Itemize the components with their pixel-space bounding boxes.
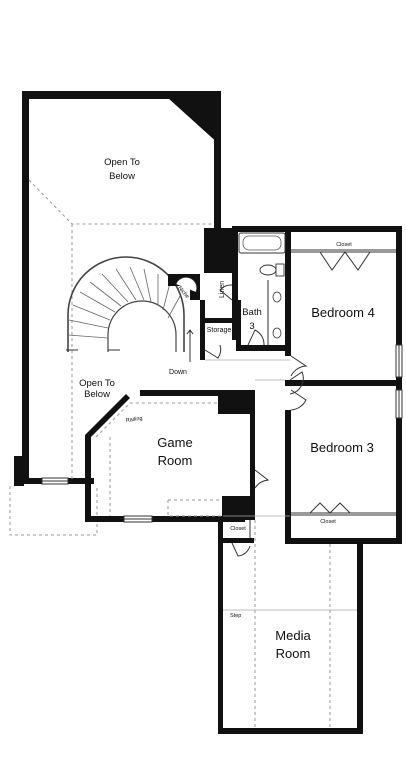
game-room (85, 390, 270, 523)
open-to-below-left-label-1: Open To (79, 378, 115, 389)
bedroom-3-label: Bedroom 3 (310, 440, 374, 455)
media-room (218, 515, 363, 734)
storage-label: Storage (207, 327, 232, 334)
game-room-label-2: Room (158, 453, 193, 468)
open-to-below-top-label-2: Below (109, 171, 135, 182)
game-room-label-1: Game (157, 435, 192, 450)
open-to-below-area (9, 91, 221, 536)
down-label: Down (169, 369, 187, 376)
bath-3-label-2: 3 (249, 321, 254, 332)
step-label: Step (230, 613, 241, 619)
spiral-staircase: Niche Down (66, 256, 200, 376)
bath-3-label-1: Bath (242, 307, 262, 318)
closet-bed4-label: Closet (336, 242, 352, 248)
media-room-label-1: Media (275, 628, 311, 643)
bedroom-4-label: Bedroom 4 (311, 305, 375, 320)
closet-media-label: Closet (230, 526, 246, 532)
core-walls (200, 226, 402, 360)
hall-lines (205, 359, 304, 395)
railing-label: Railing (125, 416, 142, 424)
closet-bed3-label: Closet (320, 519, 336, 525)
linen-label: Linen (219, 281, 226, 298)
open-to-below-top-label-1: Open To (104, 157, 140, 168)
bedroom-4 (285, 226, 403, 544)
bedroom-3 (285, 389, 403, 544)
media-room-label-2: Room (276, 646, 311, 661)
open-to-below-left-label-2: Below (84, 389, 110, 400)
